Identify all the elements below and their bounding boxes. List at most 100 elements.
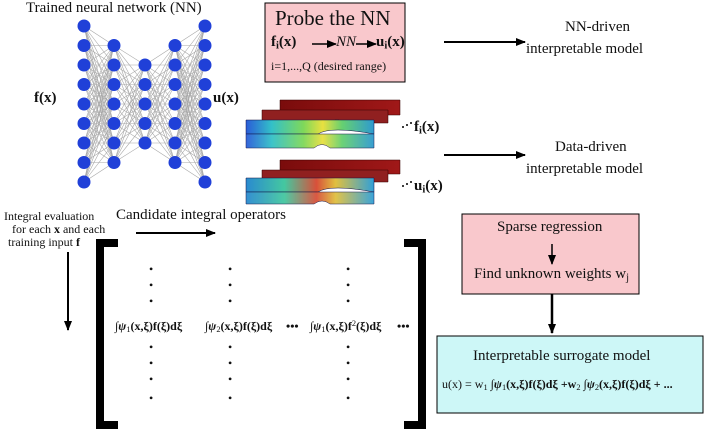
nn-node [198, 19, 212, 33]
sparse-regression-box [461, 213, 640, 295]
matrix-ellipsis-2: ••• [397, 319, 410, 333]
matrix-dot: • [228, 340, 233, 354]
nn-edge [113, 64, 146, 124]
matrix-left-bracket [96, 239, 118, 429]
probe-u-equation: ui(x) [376, 34, 405, 52]
matrix-dot: • [228, 372, 233, 386]
nn-edge [113, 64, 146, 105]
nn-node [198, 136, 212, 150]
integral-eval-line2: for each x and each [12, 222, 106, 236]
nn-node [168, 97, 182, 111]
surrogate-title: Interpretable surrogate model [473, 348, 651, 364]
nn-node [138, 117, 152, 130]
nn-edge [174, 25, 206, 105]
probe-equation: fi(x) [271, 34, 296, 52]
field-u-label: ui(x) [414, 178, 443, 196]
nn-node [77, 97, 91, 111]
nn-edge [174, 103, 206, 163]
nn-edge [113, 103, 146, 163]
nn-output-label: u(x) [213, 90, 239, 106]
field-ellipsis-dots [402, 122, 412, 187]
nn-node [77, 136, 91, 150]
nn-edge [174, 25, 206, 124]
nn-node [138, 58, 152, 72]
probe-nn-label: NN [336, 34, 357, 50]
nn-edge [83, 45, 115, 124]
matrix-dot: • [228, 262, 233, 276]
probe-u-sub: i [384, 40, 388, 52]
integral-eval-line3: training input f [8, 235, 80, 249]
matrix-entry-3: ∫ψ1(x,ξ)f2(ξ)dξ [310, 319, 382, 335]
nn-node [168, 58, 182, 72]
nn-node [77, 58, 91, 72]
nn-node [77, 175, 91, 189]
nn-edge [113, 64, 146, 163]
nn-node [107, 58, 121, 72]
candidates-title: Candidate integral operators [116, 207, 286, 223]
nn-node [77, 156, 91, 169]
nn-node [198, 97, 212, 111]
matrix-dot: • [346, 278, 351, 292]
nn-node [107, 97, 121, 111]
nn-node [138, 136, 152, 150]
surrogate-equation: u(x) = w1 ∫ψ1(x,ξ)f(ξ)dξ +w2 ∫ψ2(x,ξ)f(ξ… [442, 377, 673, 393]
nn-node [107, 156, 121, 169]
data-driven-line1: Data-driven [555, 139, 627, 155]
nn-node [198, 78, 212, 91]
probe-u-label: u [376, 34, 385, 50]
nn-node [138, 97, 152, 111]
matrix-dot: • [149, 294, 154, 308]
matrix-dot: • [346, 262, 351, 276]
matrix-dot: • [149, 340, 154, 354]
nn-node [107, 39, 121, 52]
integral-eval-line1: Integral evaluation [4, 209, 95, 223]
nn-node [198, 175, 212, 189]
nn-node [168, 156, 182, 169]
sparse-weights: Find unknown weights wj [474, 266, 630, 284]
nn-node [168, 78, 182, 91]
nn-edge [144, 45, 176, 85]
probe-title: Probe the NN [275, 6, 391, 30]
probe-u-arg: (x) [387, 34, 405, 50]
nn-node [168, 39, 182, 52]
nn-edge [83, 123, 115, 183]
nn-title: Trained neural network (NN) [26, 0, 202, 16]
nn-edge [83, 142, 115, 183]
nn-node [77, 78, 91, 91]
probe-range: i=1,...,Q (desired range) [271, 59, 387, 73]
nn-driven-line2: interpretable model [526, 41, 644, 57]
nn-edge [113, 123, 146, 163]
nn-node [198, 58, 212, 72]
nn-edge [144, 84, 176, 144]
nn-edge [144, 45, 176, 105]
nn-node [168, 117, 182, 130]
matrix-dot: • [149, 278, 154, 292]
nn-edge [144, 45, 176, 124]
matrix-dot: • [228, 391, 233, 405]
matrix-dot: • [346, 294, 351, 308]
nn-edge [113, 84, 146, 163]
nn-node [77, 19, 91, 33]
nn-nodes [77, 19, 212, 189]
nn-edge [174, 25, 206, 66]
matrix-dot: • [346, 356, 351, 370]
nn-input-label: f(x) [34, 90, 57, 106]
nn-node [77, 117, 91, 130]
nn-node [198, 39, 212, 52]
field-plot-f-stack [245, 99, 401, 149]
nn-edge [83, 45, 115, 85]
nn-edge [144, 64, 176, 144]
data-driven-line2: interpretable model [526, 161, 644, 177]
field-f-label: fi(x) [414, 119, 440, 137]
matrix-dot: • [149, 391, 154, 405]
nn-edge [144, 103, 176, 144]
nn-edge [174, 25, 206, 85]
field-plot-u-stack [245, 159, 401, 205]
nn-edge [174, 123, 206, 163]
probe-f-label: f [271, 34, 276, 50]
nn-node [138, 78, 152, 91]
probe-f-arg: (x) [278, 34, 297, 50]
nn-node [198, 117, 212, 130]
nn-node [77, 39, 91, 52]
